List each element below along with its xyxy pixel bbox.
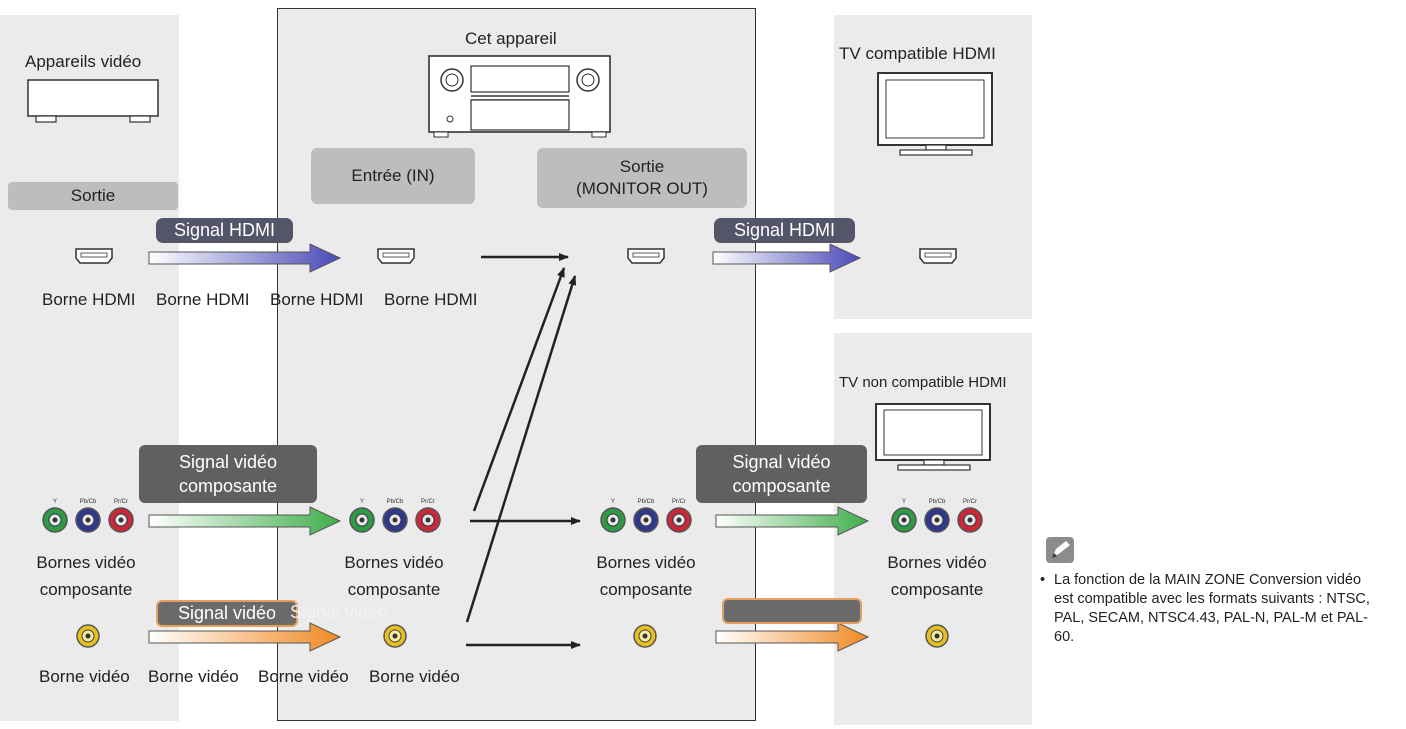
hdmi-terminal-label: Borne HDMI [42, 290, 136, 309]
component-jack-group-icon: Y Pb/Cb Pr/Cr [42, 499, 134, 533]
source-device-title: Appareils vidéo [25, 52, 142, 71]
composite-signal-label-empty [722, 598, 862, 624]
component-jack-group-icon: Y Pb/Cb Pr/Cr [349, 499, 441, 533]
composite-jack-icon [633, 624, 657, 648]
composite-jack-icon [76, 624, 100, 648]
component-jack-group-icon: Y Pb/Cb Pr/Cr [600, 499, 692, 533]
component-jack-pin [118, 517, 124, 523]
component-jack-label: Pb/Cb [929, 499, 946, 505]
component-jack-pin [425, 517, 431, 523]
video-terminal-label: Borne vidéo [148, 667, 239, 686]
video-terminal-label: Borne vidéo [369, 667, 460, 686]
note-text: La fonction de la MAIN ZONE Conversion v… [1054, 572, 1370, 645]
pencil-icon [1046, 537, 1074, 563]
component-jack-label: Pb/Cb [638, 499, 655, 505]
hdmi-tv-title: TV compatible HDMI [839, 44, 996, 63]
hdmi-port-icon [919, 248, 957, 264]
component-terminals-label: Bornes vidéo composante [36, 553, 136, 599]
hdmi-tv-icon [877, 72, 993, 156]
video-terminal-label: Borne vidéo [258, 667, 349, 686]
video-device-icon [27, 79, 159, 123]
component-jack-label: Pb/Cb [80, 499, 97, 505]
non-hdmi-tv-icon [875, 403, 991, 471]
component-jack-pin [359, 517, 365, 523]
component-signal-arrow [148, 506, 342, 536]
hdmi-port-icon [627, 248, 665, 264]
component-jack-pin [643, 517, 649, 523]
component-jack-pin [934, 517, 940, 523]
composite-jack-icon [925, 624, 949, 648]
composite-jack-icon [383, 624, 407, 648]
hdmi-tv-panel [834, 15, 1032, 319]
receiver-output-box-line2: (MONITOR OUT) [576, 179, 708, 198]
component-jack-label: Pr/Cr [963, 499, 977, 505]
format-note: • La fonction de la MAIN ZONE Conversion… [1040, 571, 1380, 647]
receiver-icon [428, 55, 611, 138]
receiver-input-box: Entrée (IN) [311, 148, 475, 204]
component-signal-label-line1: Signal vidéo [178, 452, 278, 472]
component-jack-pin [676, 517, 682, 523]
note-bullet: • [1040, 572, 1046, 588]
component-terminals-label: Bornes vidéo composante [596, 553, 696, 599]
conversion-arrow [472, 267, 566, 512]
component-jack-label: Y [53, 499, 57, 505]
component-signal-arrow [715, 506, 870, 536]
component-jack-label: Pr/Cr [114, 499, 128, 505]
component-jack-pin [901, 517, 907, 523]
hdmi-port-icon [377, 248, 415, 264]
hdmi-terminal-label: Borne HDMI [156, 290, 250, 309]
component-signal-label: Signal vidéo composante [139, 445, 317, 503]
composite-signal-label: Signal vidéo [156, 600, 298, 627]
component-jack-group-icon: Y Pb/Cb Pr/Cr [891, 499, 983, 533]
receiver-title: Cet appareil [465, 29, 557, 48]
hdmi-signal-arrow [148, 243, 342, 273]
hdmi-terminal-label: Borne HDMI [270, 290, 364, 309]
component-jack-label: Y [611, 499, 615, 505]
component-terminals-label: Bornes vidéo composante [344, 553, 444, 599]
component-jack-pin [610, 517, 616, 523]
receiver-output-box: Sortie (MONITOR OUT) [537, 148, 747, 208]
component-jack-pin [52, 517, 58, 523]
component-jack-label: Pr/Cr [421, 499, 435, 505]
hdmi-signal-label: Signal HDMI [156, 218, 293, 243]
component-jack-pin [967, 517, 973, 523]
hdmi-signal-label: Signal HDMI [714, 218, 855, 243]
component-signal-label-line2: composante [178, 476, 278, 496]
component-signal-label-line2: composante [732, 476, 831, 496]
component-jack-label: Pr/Cr [672, 499, 686, 505]
source-panel [0, 15, 179, 721]
composite-signal-arrow [148, 622, 342, 652]
hdmi-terminal-label: Borne HDMI [384, 290, 478, 309]
component-jack-label: Pb/Cb [387, 499, 404, 505]
component-jack-label: Y [902, 499, 906, 505]
component-jack-label: Y [360, 499, 364, 505]
conversion-arrow [465, 275, 577, 623]
hdmi-port-icon [75, 248, 113, 264]
receiver-output-box-line1: Sortie [619, 157, 665, 176]
component-signal-label-line1: Signal vidéo [732, 452, 831, 472]
component-terminals-label: Bornes vidéo composante [887, 553, 987, 599]
non-hdmi-tv-title: TV non compatible HDMI [839, 374, 1007, 391]
source-output-box: Sortie [8, 182, 178, 210]
component-jack-pin [85, 517, 91, 523]
composite-signal-arrow [715, 622, 870, 652]
video-terminal-label: Borne vidéo [39, 667, 130, 686]
hdmi-signal-arrow [712, 243, 862, 273]
component-signal-label: Signal vidéo composante [696, 445, 867, 503]
composite-signal-ghost-label: Signal vidéo [290, 602, 389, 622]
component-jack-pin [392, 517, 398, 523]
